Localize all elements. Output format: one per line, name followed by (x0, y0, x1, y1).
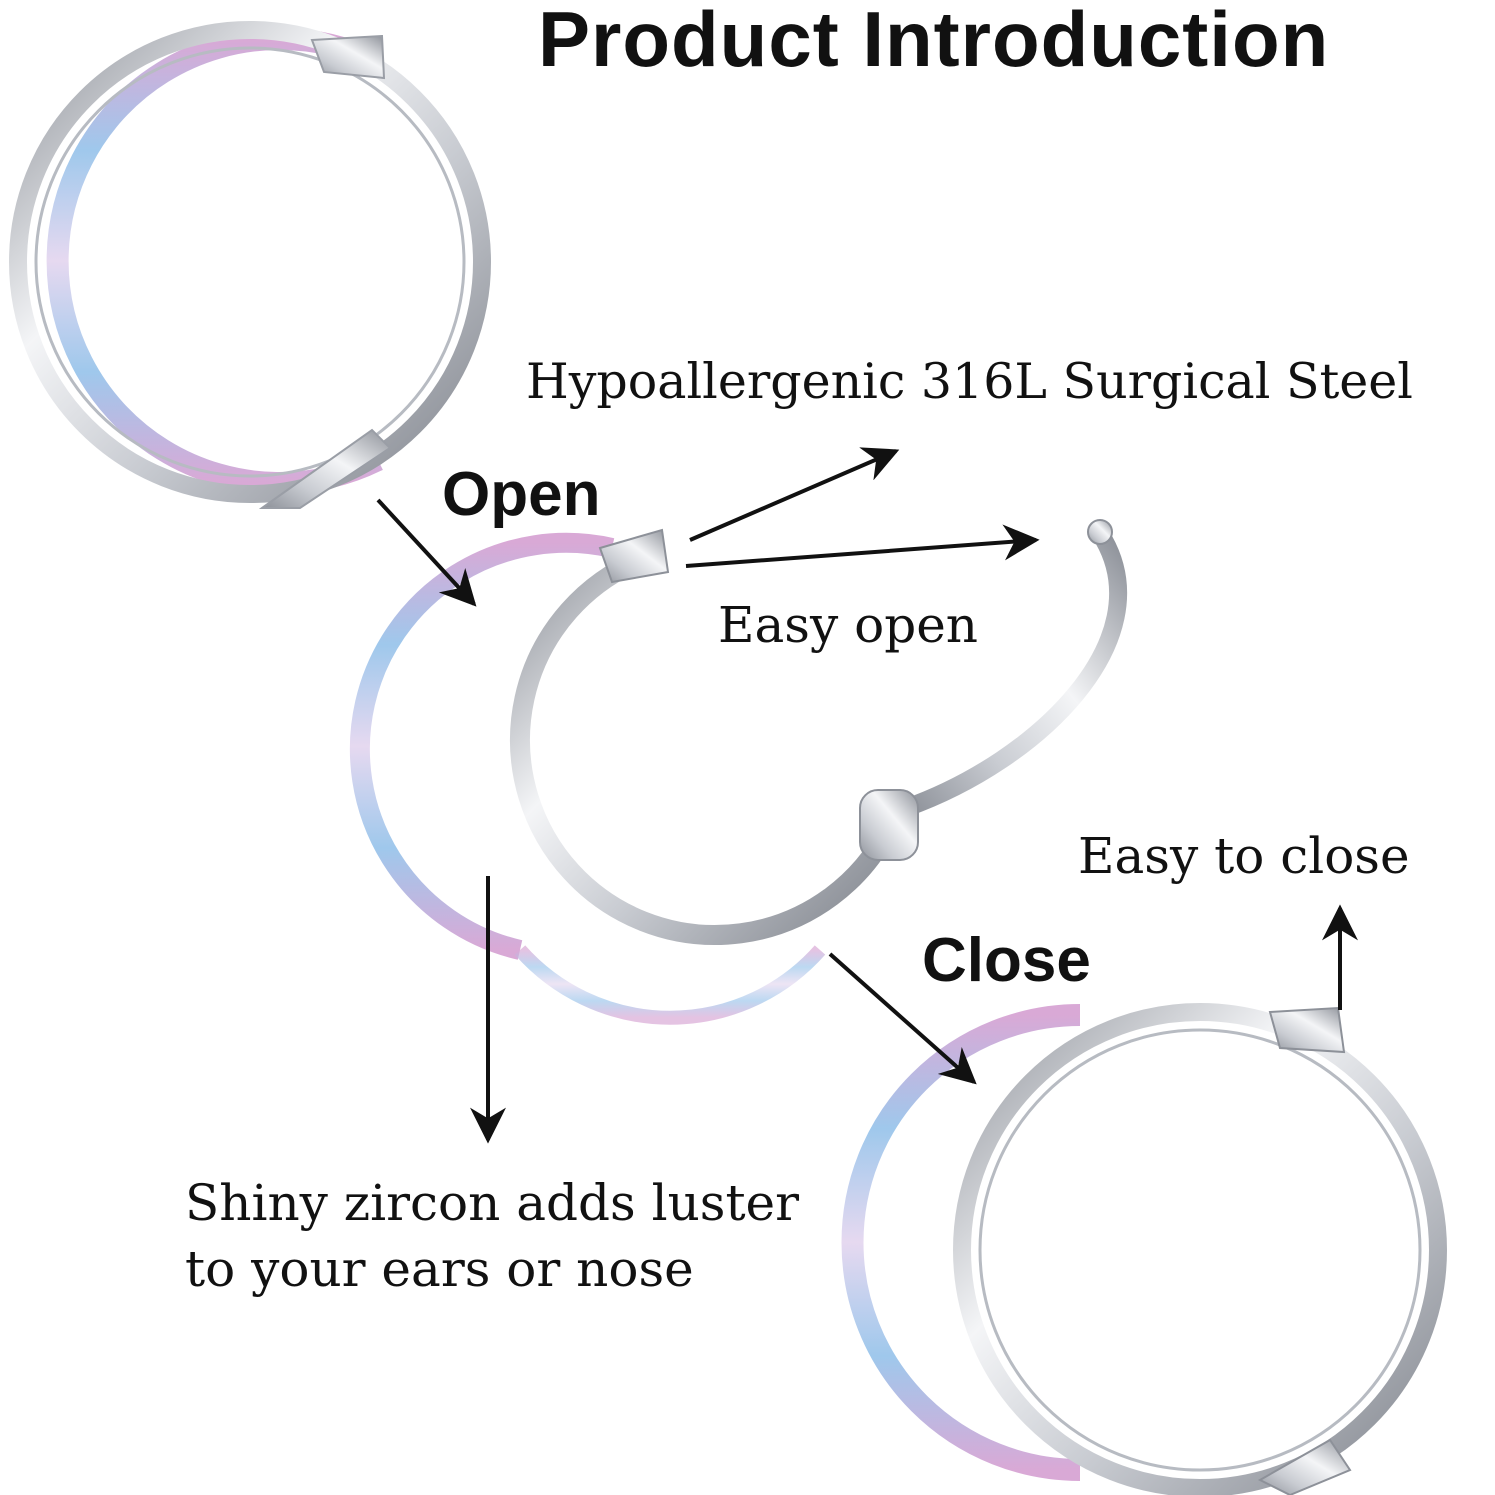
arrow-to-open (376, 498, 477, 607)
close-step-label: Close (922, 926, 1091, 995)
arrow-to-close (828, 952, 977, 1085)
hoop-closed-top (9, 21, 491, 509)
zircon-line-1: Shiny zircon adds luster (185, 1174, 800, 1232)
page-title: Product Introduction (538, 0, 1330, 83)
easy-open-label: Easy open (718, 596, 979, 654)
hoop-open-middle (349, 519, 1127, 1025)
arrow-to-steel-label (689, 447, 900, 542)
material-label: Hypoallergenic 316L Surgical Steel (526, 353, 1413, 410)
arrows (376, 447, 1358, 1144)
zircon-description: Shiny zircon adds luster to your ears or… (185, 1170, 885, 1302)
hoop-closed-bottom (841, 1003, 1447, 1495)
easy-close-label: Easy to close (1078, 827, 1410, 885)
open-step-label: Open (442, 460, 601, 529)
arrow-easy-open (685, 524, 1040, 568)
zircon-line-2: to your ears or nose (185, 1240, 694, 1298)
